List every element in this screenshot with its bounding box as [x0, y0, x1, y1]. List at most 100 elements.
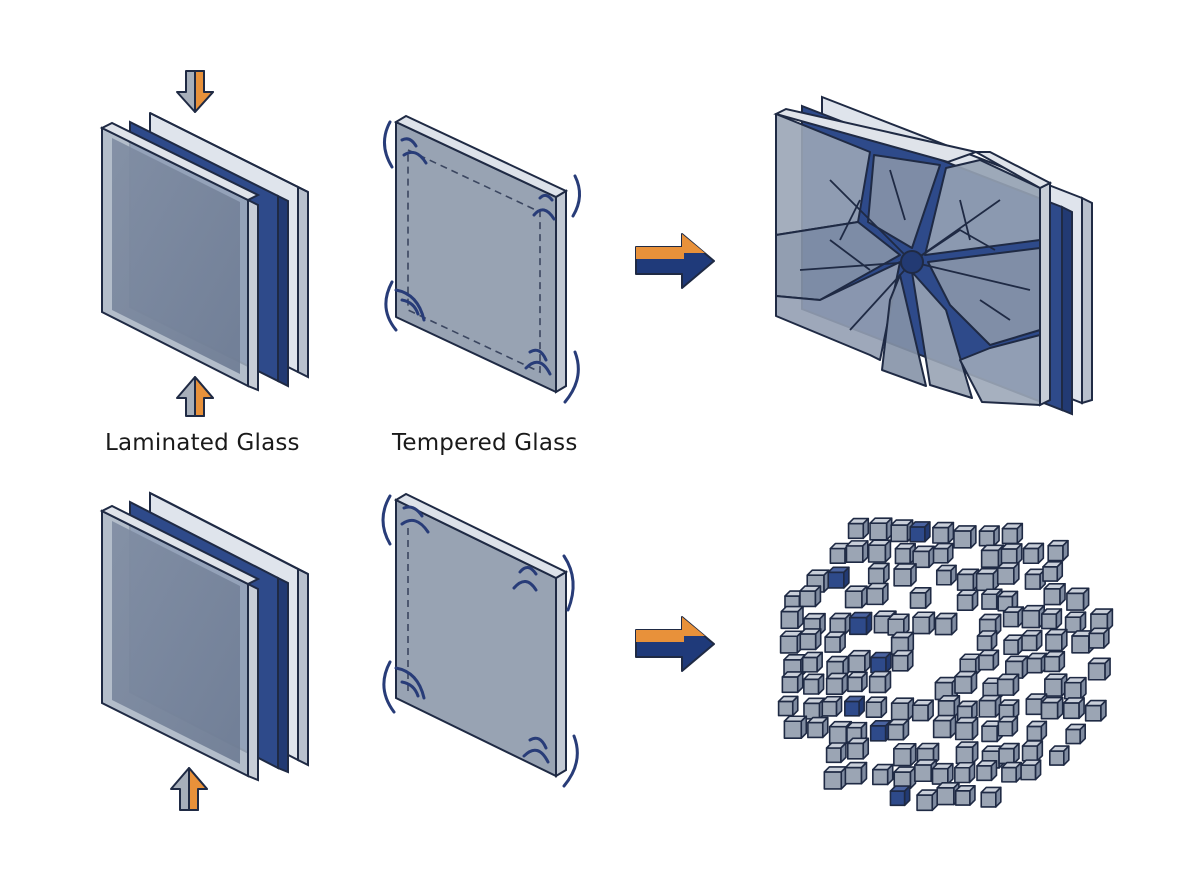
front-glass-pane — [99, 121, 261, 392]
tempered-glass-top — [383, 114, 581, 404]
glass-fragment — [1088, 627, 1110, 649]
glass-fragment — [997, 715, 1019, 737]
glass-fragment — [934, 612, 958, 636]
glass-fragment — [870, 651, 892, 674]
glass-fragment — [825, 742, 847, 764]
glass-fragment — [978, 649, 1000, 671]
glass-fragment — [1020, 759, 1042, 781]
glass-fragment — [909, 521, 931, 543]
glass-fragment — [825, 672, 849, 695]
glass-fragment — [893, 742, 917, 767]
glass-fragment — [1003, 634, 1024, 656]
glass-fragment — [846, 737, 870, 760]
glass-fragment — [909, 587, 932, 609]
glass-fragment — [844, 761, 868, 785]
glass-fragment — [998, 742, 1020, 765]
glass-fragment — [1042, 561, 1064, 582]
glass-fragment — [997, 590, 1019, 612]
glass-fragment — [1043, 582, 1066, 606]
glass-fragment — [845, 540, 869, 564]
glass-fragment — [1087, 657, 1111, 681]
glass-fragment — [1066, 587, 1090, 611]
glass-fragment — [799, 628, 822, 651]
glass-fragment — [932, 714, 957, 739]
glass-fragment — [1001, 761, 1023, 783]
glass-fragment — [783, 715, 808, 739]
glass-fragment — [1026, 720, 1048, 742]
glass-fragment — [976, 630, 998, 651]
glass-fragment — [887, 718, 910, 741]
glass-fragment — [996, 673, 1020, 696]
glass-fragment — [996, 562, 1020, 585]
glass-fragment — [912, 611, 936, 635]
glass-fragment — [890, 697, 915, 721]
laminated-glass-top — [99, 70, 309, 417]
glass-fragment — [1045, 628, 1068, 652]
stress-arc-icon — [383, 120, 581, 404]
glass-fragment — [1021, 740, 1044, 762]
glass-fragment — [893, 563, 917, 587]
glass-fragment — [780, 605, 804, 630]
glass-fragment — [781, 671, 804, 694]
glass-fragment — [1024, 568, 1046, 590]
glass-fragment — [911, 699, 934, 722]
glass-fragment — [868, 670, 892, 694]
glass-fragment — [844, 695, 865, 717]
glass-fragment — [891, 649, 914, 672]
glass-fragment — [954, 761, 976, 784]
glass-fragment — [803, 673, 825, 695]
tempered-glass-bottom — [381, 492, 579, 788]
glass-fragment — [1005, 655, 1029, 679]
tempered-glass-label: Tempered Glass — [392, 430, 578, 456]
glass-fragment — [1084, 699, 1107, 722]
glass-fragment — [867, 562, 890, 585]
right-arrow-icon — [635, 233, 715, 289]
shattered-laminated-glass — [773, 95, 1093, 416]
glass-fragment — [954, 785, 976, 806]
stress-arc-icon — [381, 494, 579, 788]
glass-fragment — [1065, 723, 1086, 745]
glass-fragment — [978, 525, 1000, 547]
glass-fragment — [1022, 542, 1045, 565]
glass-fragment — [954, 716, 979, 741]
glass-fragment — [1062, 697, 1085, 720]
glass-fragment — [847, 671, 868, 693]
force-arrow-icon — [170, 767, 208, 811]
glass-fragment — [1040, 696, 1064, 720]
glass-fragment — [801, 651, 823, 673]
glass-fragment — [978, 694, 1002, 718]
glass-fragment — [847, 649, 871, 673]
glass-fragment — [932, 542, 954, 564]
glass-fragment — [867, 539, 892, 563]
glass-fragment — [956, 589, 979, 611]
laminated-glass-bottom — [99, 491, 309, 811]
force-arrow-icon — [176, 70, 214, 113]
right-arrow-icon — [635, 616, 715, 672]
glass-fragment — [916, 789, 939, 812]
glass-fragment — [865, 696, 888, 718]
glass-fragment — [866, 582, 889, 606]
glass-fragment — [955, 741, 979, 765]
glass-fragment — [824, 631, 846, 653]
glass-fragment — [932, 521, 955, 544]
glass-fragment — [779, 630, 804, 654]
glass-fragment — [998, 699, 1020, 721]
force-arrow-icon — [176, 376, 214, 417]
glass-fragment — [807, 716, 829, 739]
laminated-glass-label: Laminated Glass — [105, 430, 300, 456]
glass-fragment — [976, 760, 998, 782]
glass-fragment — [1064, 611, 1087, 633]
glass-fragment — [821, 695, 843, 717]
crack-lines — [799, 169, 1031, 331]
glass-fragment — [799, 585, 822, 608]
glass-fragment — [889, 785, 911, 807]
glass-fragment — [849, 611, 873, 636]
glass-fragment — [844, 585, 868, 609]
glass-fragment — [935, 564, 957, 586]
glass-fragment — [847, 517, 870, 540]
glass-fragment — [1043, 650, 1066, 673]
glass-fragment — [954, 670, 978, 694]
glass-fragment — [1049, 745, 1070, 766]
glass-fragment — [1041, 608, 1063, 630]
